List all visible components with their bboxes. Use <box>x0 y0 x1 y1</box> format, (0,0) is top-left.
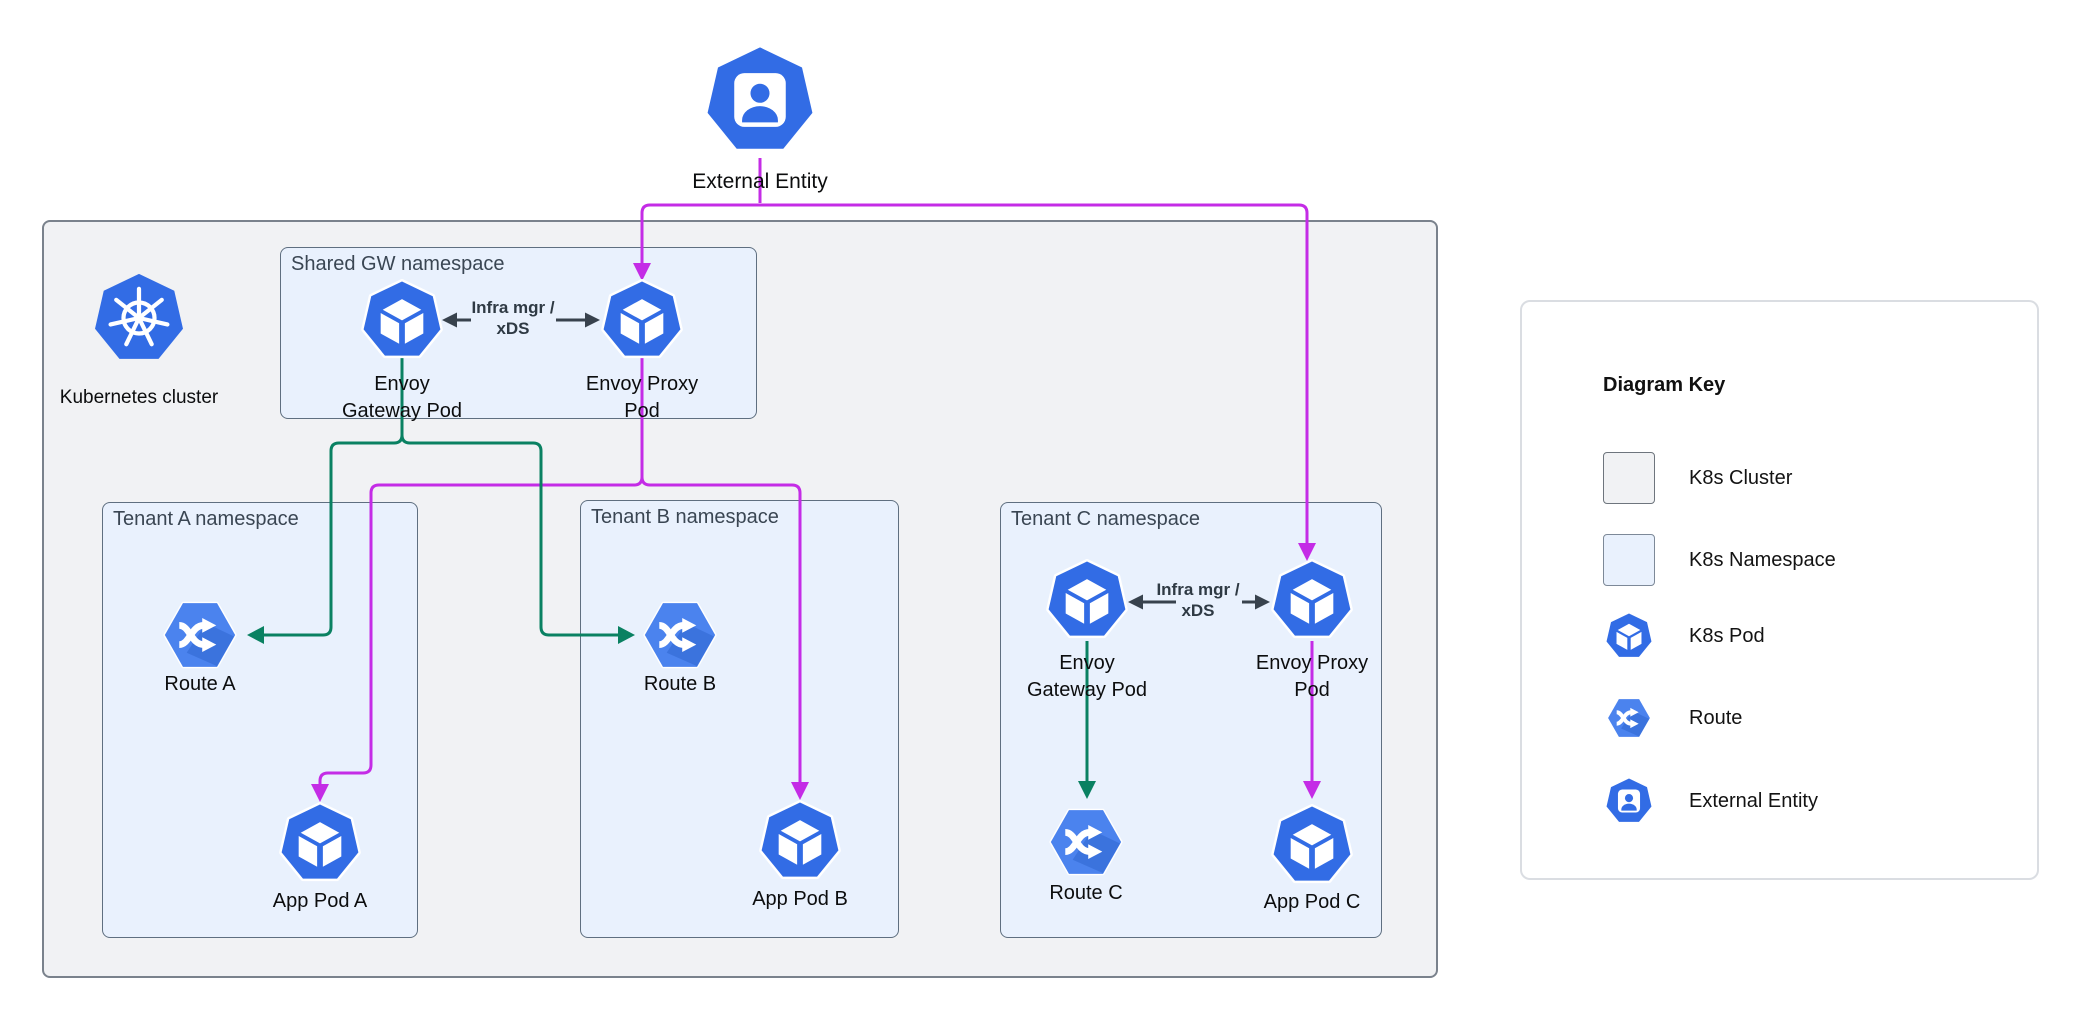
tenant-c-infra-xds-label: Infra mgr / xDS <box>1156 579 1239 621</box>
tenant-c-infra-xds-label-line1: Infra mgr / <box>1156 580 1240 599</box>
shared-infra-xds-label-line1: Infra mgr / <box>471 298 555 317</box>
route-b-icon <box>638 598 722 672</box>
app-pod-c-label: App Pod C <box>1263 891 1361 913</box>
app-pod-c-icon <box>1271 804 1353 886</box>
app-pod-a-icon <box>279 802 361 884</box>
tenant-c-envoy-proxy-pod-label-line2: Pod <box>1294 679 1330 701</box>
app-pod-b-label: App Pod B <box>752 888 848 910</box>
tenant-c-infra-xds-label-line2: xDS <box>1181 601 1215 620</box>
tenant-a-namespace-box <box>102 502 418 938</box>
key-item-route: Route <box>1689 707 1743 729</box>
route-a-label: Route A <box>164 673 236 695</box>
key-k8s-namespace-swatch <box>1603 534 1655 586</box>
shared-infra-xds-label: Infra mgr / xDS <box>471 297 554 339</box>
shared-envoy-gateway-pod-label-line1: Envoy <box>374 373 430 395</box>
tenant-c-envoy-proxy-pod-label: Envoy Proxy Pod <box>1256 650 1368 704</box>
shared-envoy-gateway-pod-label: Envoy Gateway Pod <box>342 371 462 425</box>
shared-envoy-proxy-pod-label-line2: Pod <box>624 400 660 422</box>
key-item-k8s-namespace: K8s Namespace <box>1689 549 1836 571</box>
shared-envoy-gateway-pod-label-line2: Gateway Pod <box>341 400 463 422</box>
tenant-c-envoy-gateway-pod-label: Envoy Gateway Pod <box>1027 650 1147 704</box>
shared-envoy-proxy-pod-icon <box>601 279 683 361</box>
key-item-external-entity: External Entity <box>1689 790 1818 812</box>
shared-envoy-proxy-pod-label-line1: Envoy Proxy <box>585 373 699 395</box>
key-item-k8s-pod: K8s Pod <box>1689 625 1765 647</box>
key-k8s-cluster-swatch <box>1603 452 1655 504</box>
tenant-c-namespace-title: Tenant C namespace <box>1011 508 1201 530</box>
diagram-key-box <box>1520 300 2039 880</box>
key-route-icon <box>1604 696 1654 740</box>
app-pod-a-label: App Pod A <box>272 890 368 912</box>
shared-envoy-gateway-pod-icon <box>361 279 443 361</box>
tenant-a-namespace-title: Tenant A namespace <box>113 508 299 530</box>
tenant-b-namespace-title: Tenant B namespace <box>591 506 779 528</box>
shared-envoy-proxy-pod-label: Envoy Proxy Pod <box>586 371 698 425</box>
tenant-c-envoy-proxy-pod-icon <box>1271 559 1353 641</box>
route-a-icon <box>158 598 242 672</box>
external-entity-icon <box>704 44 816 156</box>
diagram-key-title: Diagram Key <box>1603 374 1726 396</box>
tenant-c-envoy-gateway-pod-label-line1: Envoy <box>1059 652 1115 674</box>
tenant-c-envoy-proxy-pod-label-line1: Envoy Proxy <box>1255 652 1369 674</box>
key-item-k8s-cluster: K8s Cluster <box>1689 467 1793 489</box>
tenant-b-namespace-box <box>580 500 899 938</box>
kubernetes-cluster-icon <box>92 271 186 365</box>
kubernetes-cluster-label: Kubernetes cluster <box>59 387 219 408</box>
route-b-label: Route B <box>643 673 717 695</box>
external-entity-label: External Entity <box>692 170 828 193</box>
route-c-icon <box>1044 805 1128 879</box>
shared-gw-namespace-title: Shared GW namespace <box>291 253 505 275</box>
shared-infra-xds-label-line2: xDS <box>496 319 530 338</box>
route-c-label: Route C <box>1049 882 1123 904</box>
app-pod-b-icon <box>759 800 841 882</box>
key-k8s-pod-icon <box>1605 612 1653 660</box>
tenant-c-envoy-gateway-pod-label-line2: Gateway Pod <box>1026 679 1148 701</box>
tenant-c-envoy-gateway-pod-icon <box>1046 559 1128 641</box>
key-external-entity-icon <box>1605 777 1653 825</box>
